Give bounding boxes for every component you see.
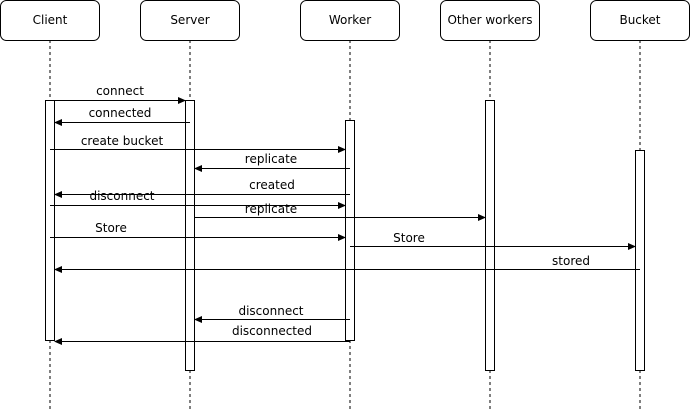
message-label: disconnect: [238, 304, 303, 318]
message-connect: connect: [55, 84, 186, 104]
participant-server: Server: [140, 0, 240, 41]
messages: connect connected create bucket replicat…: [50, 84, 640, 345]
participant-worker: Worker: [300, 0, 400, 41]
participant-bucket: Bucket: [590, 0, 690, 41]
participant-label-worker: Worker: [329, 13, 371, 27]
message-stored: stored: [54, 254, 640, 273]
message-label: connect: [96, 84, 144, 98]
message-store-to-bucket: Store: [350, 231, 636, 250]
participant-label-server: Server: [170, 13, 209, 27]
message-connected: connected: [54, 106, 190, 126]
participant-label-bucket: Bucket: [619, 13, 660, 27]
activation-bucket: [635, 150, 645, 371]
message-label: stored: [552, 254, 590, 268]
participant-label-other-workers: Other workers: [447, 13, 532, 27]
message-label: create bucket: [81, 134, 164, 148]
activation-other-workers: [485, 100, 495, 371]
activations: [45, 100, 645, 371]
message-disconnected: disconnected: [54, 324, 350, 345]
message-label: Store: [95, 221, 127, 235]
message-replicate-to-server: replicate: [194, 152, 350, 172]
message-store-to-worker: Store: [50, 221, 346, 241]
message-label: disconnect: [89, 189, 154, 203]
participant-label-client: Client: [33, 13, 68, 27]
message-label: replicate: [245, 152, 297, 166]
participant-other-workers: Other workers: [440, 0, 540, 41]
activation-worker: [345, 120, 355, 341]
participant-client: Client: [0, 0, 100, 41]
message-disconnect-to-server: disconnect: [194, 304, 350, 323]
message-label: Store: [393, 231, 425, 245]
message-created: created: [54, 178, 350, 198]
activation-server: [185, 100, 195, 371]
message-label: connected: [89, 106, 152, 120]
message-replicate-to-other-workers: replicate: [195, 202, 486, 221]
message-label: replicate: [245, 202, 297, 216]
message-disconnect-to-client: disconnect: [89, 189, 154, 203]
message-label: created: [249, 178, 295, 192]
message-create-bucket: create bucket: [50, 134, 346, 153]
activation-client: [45, 100, 55, 341]
message-label: disconnected: [232, 324, 312, 338]
